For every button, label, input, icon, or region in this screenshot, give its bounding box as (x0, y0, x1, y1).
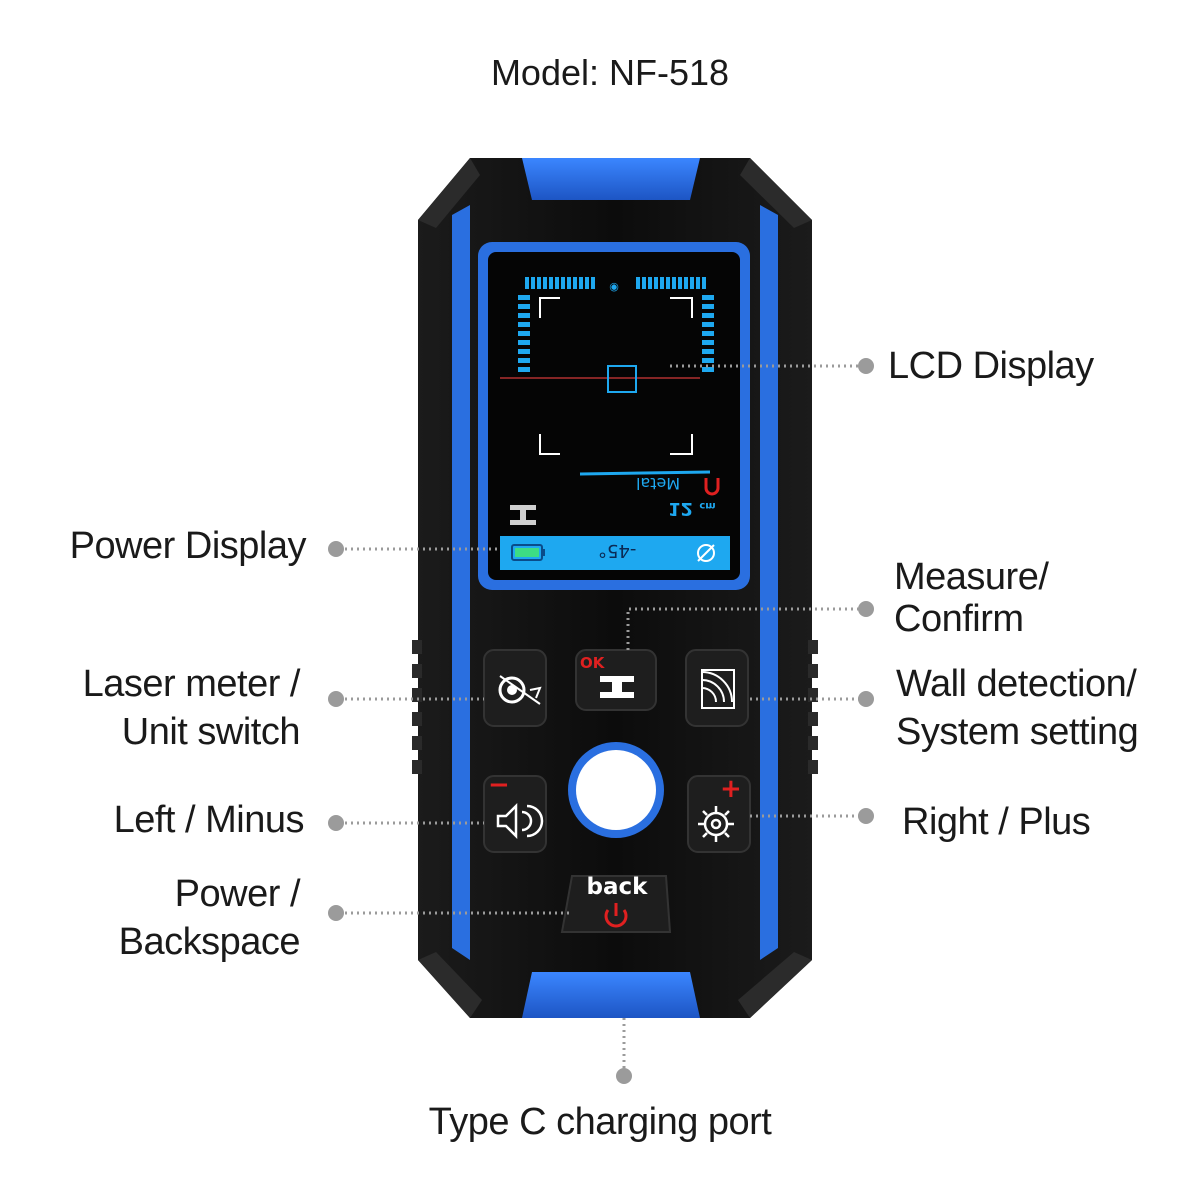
left-minus-button[interactable] (483, 775, 547, 853)
power-icon (604, 903, 628, 928)
depth-unit: cm (699, 500, 716, 511)
ok-tag: OK (580, 654, 605, 672)
label-left-minus: Left / Minus (113, 799, 305, 841)
gear-icon (698, 806, 734, 842)
screen-depth-readout: 12 cm (668, 498, 728, 519)
battery-icon (511, 544, 545, 561)
label-measure-line: Measure/ (894, 556, 1049, 598)
screen-mode: Metal (636, 474, 681, 493)
depth-value: 12 (668, 498, 694, 519)
label-right-plus: Right / Plus (902, 801, 1091, 843)
lcd-screen: ◉ (478, 242, 750, 590)
label-unit-line: Unit switch (121, 711, 301, 753)
laser-unit-button[interactable] (483, 649, 547, 727)
label-measure-confirm: Measure/ Confirm (894, 556, 1049, 640)
plus-sign: + (720, 774, 742, 804)
label-power-backspace: Power / Backspace (40, 870, 301, 966)
screen-angle: -45° (598, 540, 637, 561)
label-confirm-line: Confirm (894, 598, 1024, 640)
wave-icon: ◉ (609, 280, 619, 293)
model-title: Model: NF-518 (490, 52, 730, 93)
probe-icon (697, 544, 715, 562)
label-system-line: System setting (896, 711, 1139, 753)
power-back-button[interactable] (560, 875, 672, 933)
stud-icon (510, 505, 536, 525)
label-backspace-line: Backspace (118, 921, 301, 963)
leader-lines (328, 358, 874, 1084)
minus-sign: − (488, 770, 510, 800)
measure-confirm-button[interactable] (575, 649, 657, 711)
center-button[interactable] (568, 742, 664, 838)
wall-system-button[interactable] (685, 649, 749, 727)
speaker-icon (496, 802, 544, 840)
target-square (607, 365, 637, 393)
label-lcd-display: LCD Display (888, 345, 1094, 387)
label-laser-line: Laser meter / (82, 663, 301, 705)
wall-icon (701, 669, 735, 709)
right-plus-button[interactable] (687, 775, 751, 853)
keypad (483, 649, 751, 933)
bottom-cap (522, 972, 700, 1018)
target-icon (498, 676, 526, 704)
label-wall-system: Wall detection/ System setting (896, 660, 1139, 756)
back-label: back (586, 874, 648, 900)
label-wall-line: Wall detection/ (896, 663, 1137, 705)
label-typec: Type C charging port (428, 1101, 772, 1143)
label-power-line: Power / (174, 873, 301, 915)
label-power-display: Power Display (69, 525, 307, 567)
magnet-icon (704, 478, 720, 496)
top-cap (522, 158, 700, 200)
label-laser-unit: Laser meter / Unit switch (40, 660, 301, 756)
stud-icon (600, 676, 634, 698)
